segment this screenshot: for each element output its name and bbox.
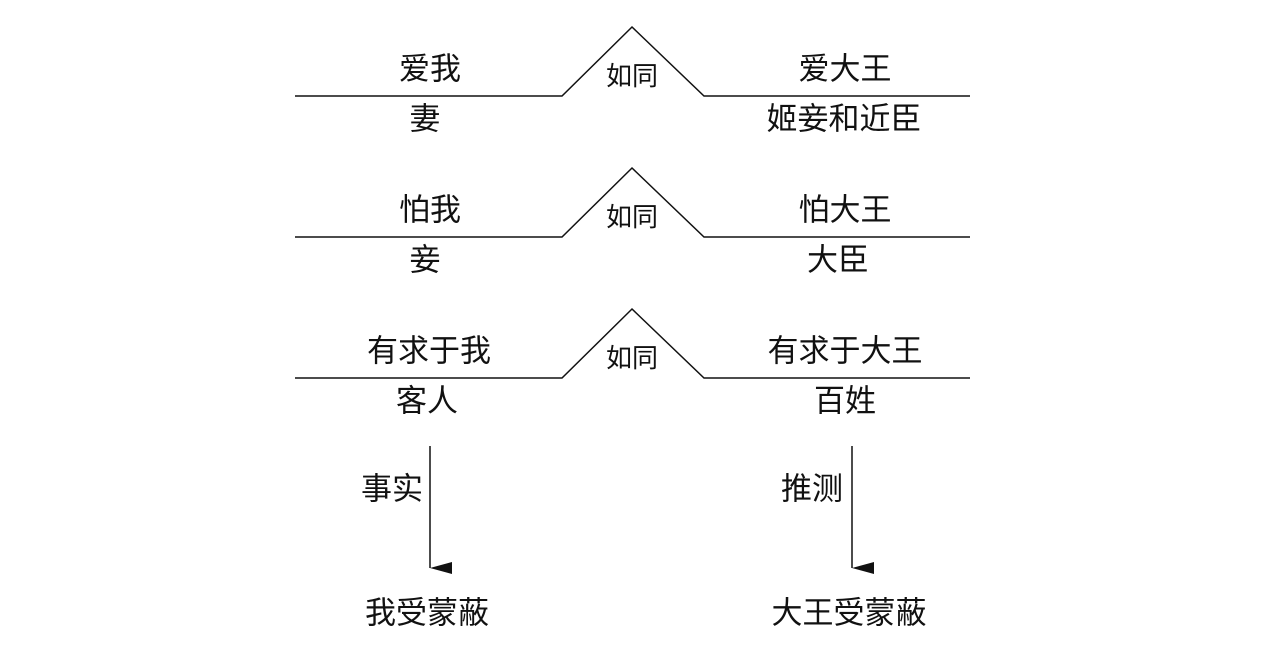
- row-3-left-bottom: 客人: [396, 384, 458, 420]
- row-1-right-top: 爱大王: [799, 52, 892, 88]
- right-result: 大王受蒙蔽: [772, 596, 927, 632]
- row-3-peak-line: [295, 307, 970, 379]
- row-2-right-top: 怕大王: [799, 193, 892, 229]
- row-1-left-top: 爱我: [399, 52, 461, 88]
- row-1-peak-line: [295, 25, 970, 97]
- analogy-row-2: 怕我 妾 如同 怕大王 大臣: [295, 166, 970, 279]
- row-2-connector: 如同: [606, 203, 658, 233]
- left-result: 我受蒙蔽: [365, 596, 489, 632]
- row-3-connector: 如同: [606, 344, 658, 374]
- row-1-left-bottom: 妻: [410, 102, 441, 138]
- row-3-right-top: 有求于大王: [768, 334, 923, 370]
- left-inference: 事实 我受蒙蔽: [361, 446, 489, 632]
- row-1-right-bottom: 姬妾和近臣: [767, 102, 922, 138]
- row-2-left-top: 怕我: [399, 193, 461, 229]
- analogy-row-3: 有求于我 客人 如同 有求于大王 百姓: [295, 307, 970, 420]
- right-inference: 推测 大王受蒙蔽: [772, 446, 927, 632]
- row-2-right-bottom: 大臣: [807, 243, 869, 279]
- row-2-peak-line: [295, 166, 970, 238]
- right-arrow-label: 推测: [781, 472, 843, 508]
- analogy-row-1: 爱我 妻 如同 爱大王 姬妾和近臣: [295, 25, 970, 138]
- row-1-connector: 如同: [606, 62, 658, 92]
- row-3-left-top: 有求于我: [367, 334, 491, 370]
- left-arrow-label: 事实: [361, 472, 423, 508]
- row-3-right-bottom: 百姓: [814, 384, 876, 420]
- row-2-left-bottom: 妾: [410, 243, 441, 279]
